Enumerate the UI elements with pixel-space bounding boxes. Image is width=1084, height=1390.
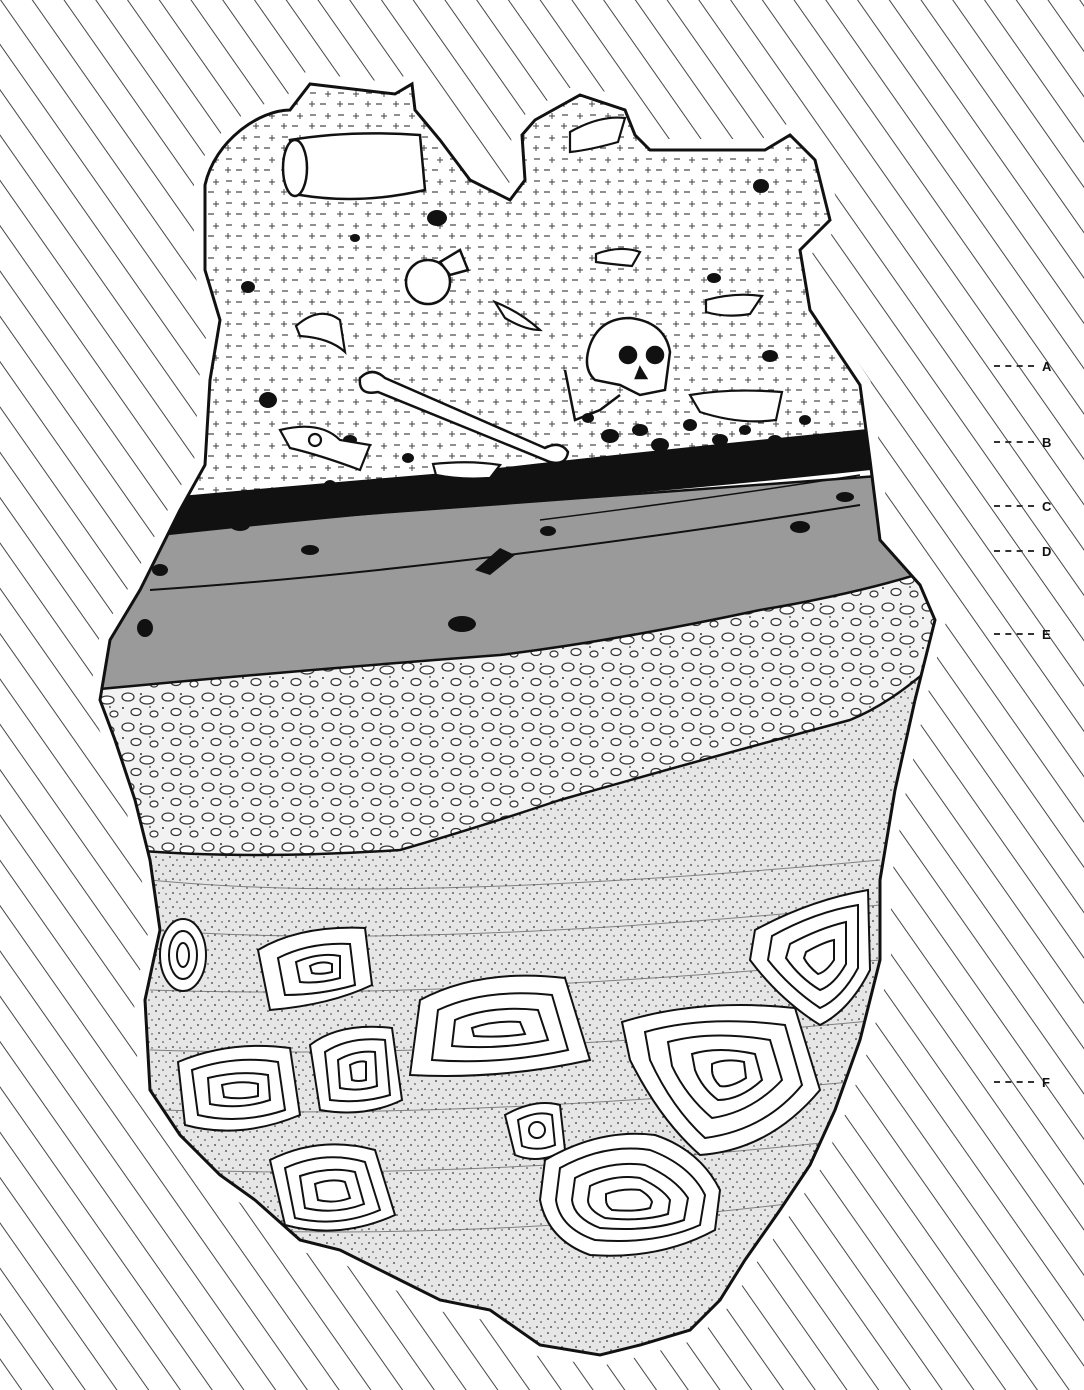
concretion-4: [178, 1046, 300, 1131]
label-text: F: [1042, 1075, 1050, 1090]
concretion-10: [270, 1144, 395, 1230]
leader-line: [994, 505, 1034, 507]
leader-line: [994, 441, 1034, 443]
layer-label-d: D: [994, 541, 1084, 561]
leader-line: [994, 633, 1034, 635]
label-text: C: [1042, 499, 1051, 514]
layer-label-a: A: [994, 356, 1084, 376]
label-text: B: [1042, 435, 1051, 450]
layer-label-e: E: [994, 624, 1084, 644]
label-text: E: [1042, 627, 1051, 642]
leader-line: [994, 550, 1034, 552]
layer-label-c: C: [994, 496, 1084, 516]
label-text: D: [1042, 544, 1051, 559]
concretion-5: [310, 1027, 402, 1113]
leader-line: [994, 1081, 1034, 1083]
label-text: A: [1042, 359, 1051, 374]
layer-label-b: B: [994, 432, 1084, 452]
leader-line: [994, 365, 1034, 367]
concretion-8: [505, 1103, 565, 1159]
concretion-1: [160, 919, 206, 991]
layer-label-f: F: [994, 1072, 1084, 1092]
pottery-vessel: [283, 133, 425, 199]
